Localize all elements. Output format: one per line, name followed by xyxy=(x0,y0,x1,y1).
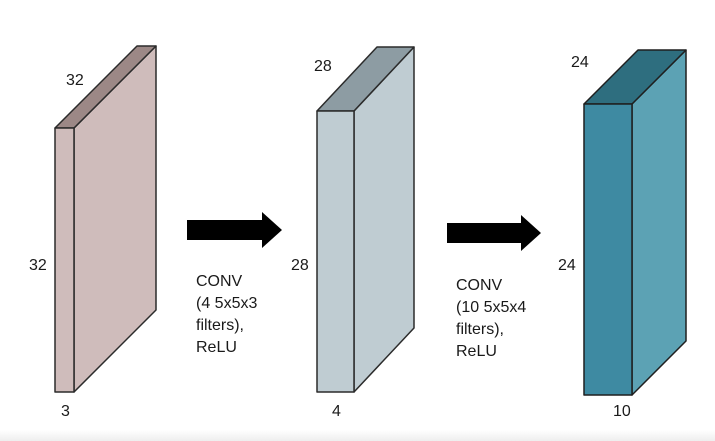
conv2-volume xyxy=(583,49,687,396)
caption-line: filters), xyxy=(456,321,504,338)
conv2-depth-label: 10 xyxy=(613,403,631,420)
caption-line: ReLU xyxy=(456,343,497,360)
caption-line: ReLU xyxy=(196,339,237,356)
caption-line: (4 5x5x3 xyxy=(196,295,258,312)
caption-line: CONV xyxy=(456,277,503,294)
input-volume-front-face xyxy=(54,127,75,393)
conv1-volume-front-face xyxy=(316,110,355,393)
arrow-right-icon xyxy=(187,212,282,248)
input-depth-label: 3 xyxy=(61,403,70,420)
caption-line: (10 5x5x4 xyxy=(456,299,527,316)
bottom-shadow xyxy=(0,430,715,441)
conv1-width-label: 28 xyxy=(314,58,332,75)
input-width-label: 32 xyxy=(66,72,84,89)
conv1-caption: CONV (4 5x5x3 filters), ReLU xyxy=(196,271,257,359)
input-volume xyxy=(54,45,157,393)
arrow-right-icon xyxy=(447,215,541,251)
conv1-depth-label: 4 xyxy=(332,403,341,420)
conv2-volume-front-face xyxy=(583,103,633,396)
caption-line: filters), xyxy=(196,317,244,334)
caption-line: CONV xyxy=(196,273,243,290)
conv1-volume xyxy=(316,46,415,393)
conv1-height-label: 28 xyxy=(291,257,309,274)
conv2-caption: CONV (10 5x5x4 filters), ReLU xyxy=(456,275,526,363)
conv2-width-label: 24 xyxy=(571,54,589,71)
conv2-height-label: 24 xyxy=(558,257,576,274)
input-height-label: 32 xyxy=(29,257,47,274)
conv2-volume-side-face xyxy=(631,49,687,396)
